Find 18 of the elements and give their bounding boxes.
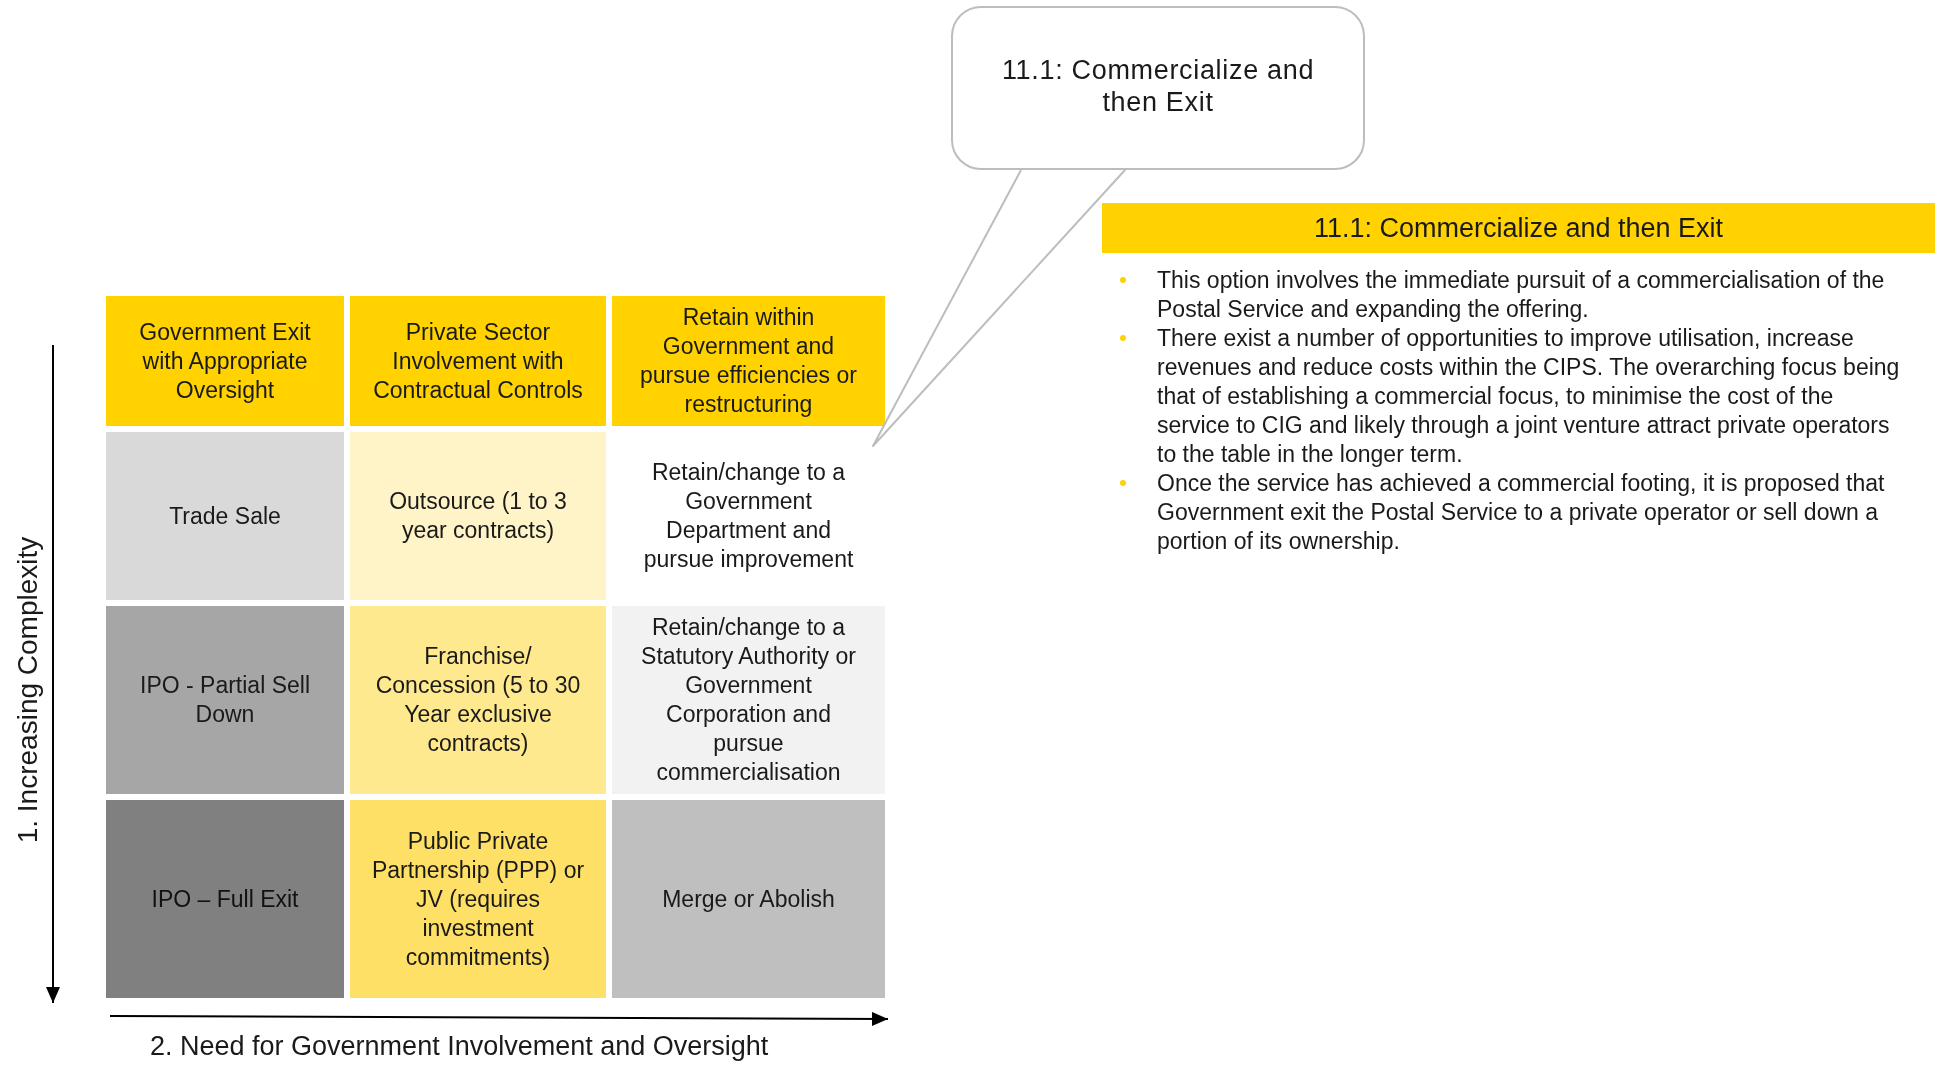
matrix-cell: IPO - Partial Sell Down: [106, 606, 344, 794]
column-header: Retain within Government and pursue efficiencies or restructuring: [612, 296, 885, 426]
matrix-cell: Trade Sale: [106, 432, 344, 600]
bullet-text: There exist a number of opportunities to improve utilisation, increase revenues and reduce costs within the CIPS. The overarching focus being that of establishing a commercial focus, to minimise the cost of the service to CIG and likely through a joint venture attract private operators to the table in the longer term.: [1157, 324, 1901, 469]
matrix-cell: Public Private Partnership (PPP) or JV (requires investment commitments): [350, 800, 606, 998]
speech-bubble: 11.1: Commercialize and then Exit: [951, 6, 1365, 170]
axis-label: 2. Need for Government Involvement and Oversight: [150, 1030, 769, 1062]
matrix-cell: Retain/change to a Statutory Authority or Government Corporation and pursue commercialisation: [612, 606, 885, 794]
matrix-cell: Outsource (1 to 3 year contracts): [350, 432, 606, 600]
bullet-text: Once the service has achieved a commercial footing, it is proposed that Government exit the Postal Service to a private operator or sell down a portion of its ownership.: [1157, 469, 1886, 556]
matrix-cell: IPO – Full Exit: [106, 800, 344, 998]
column-header: Private Sector Involvement with Contractual Controls: [350, 296, 606, 426]
matrix-cell: Franchise/ Concession (5 to 30 Year exclusive contracts): [350, 606, 606, 794]
bullet-text: This option involves the immediate pursuit of a commercialisation of the Postal Service and expanding the offering.: [1157, 266, 1886, 324]
title-bar: 11.1: Commercialize and then Exit: [1102, 203, 1935, 253]
axis-label: 1. Increasing Complexity: [11, 536, 44, 844]
column-header: Government Exit with Appropriate Oversight: [106, 296, 344, 426]
matrix-cell: Merge or Abolish: [612, 800, 885, 998]
